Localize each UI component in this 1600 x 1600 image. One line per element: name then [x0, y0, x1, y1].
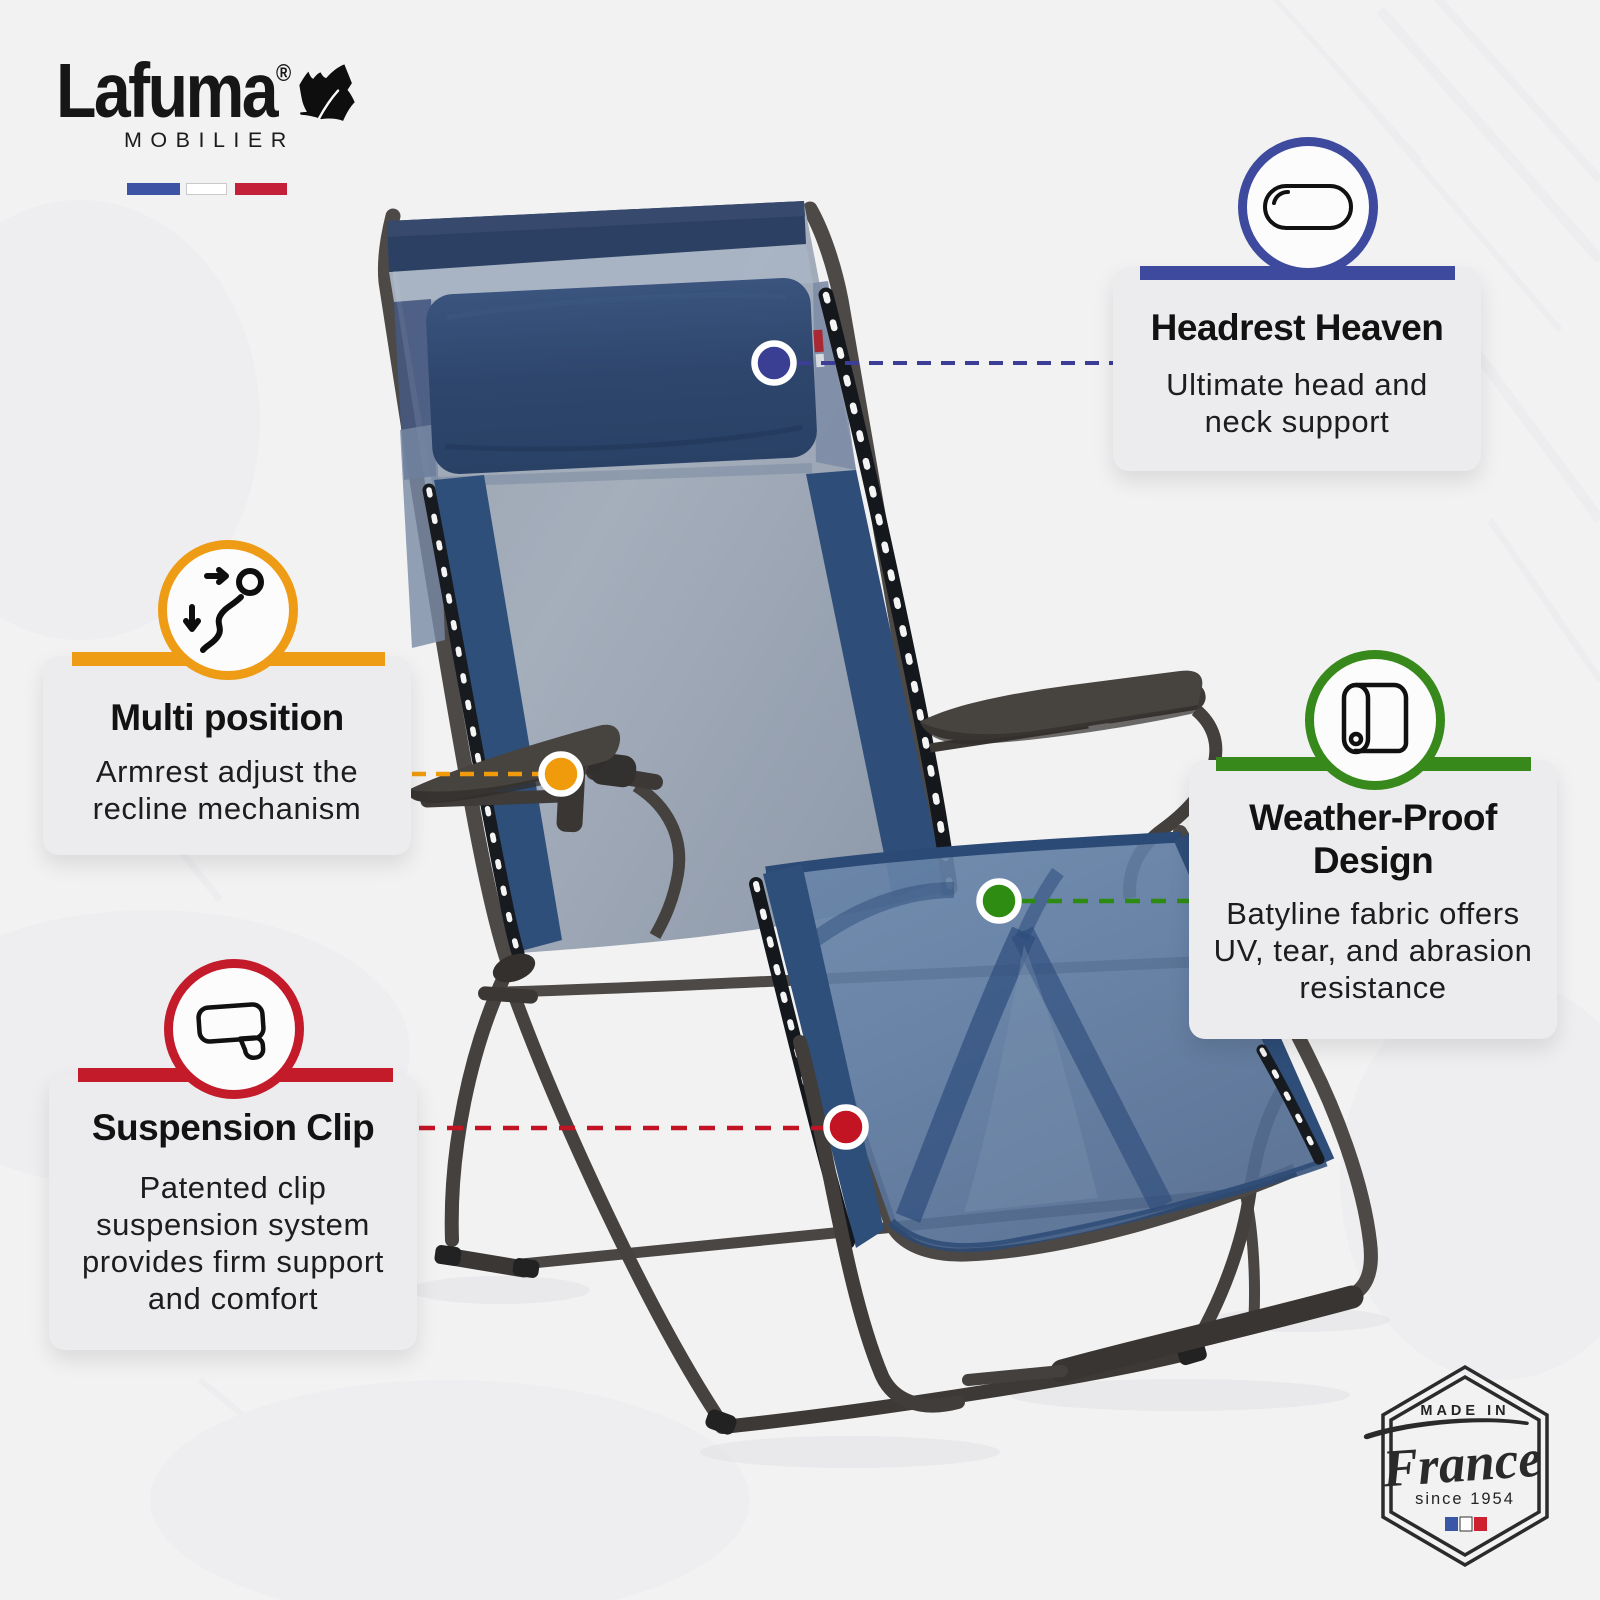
svg-text:MADE IN: MADE IN — [1420, 1403, 1509, 1419]
svg-text:since 1954: since 1954 — [1415, 1490, 1515, 1508]
svg-text:France: France — [1380, 1430, 1544, 1499]
